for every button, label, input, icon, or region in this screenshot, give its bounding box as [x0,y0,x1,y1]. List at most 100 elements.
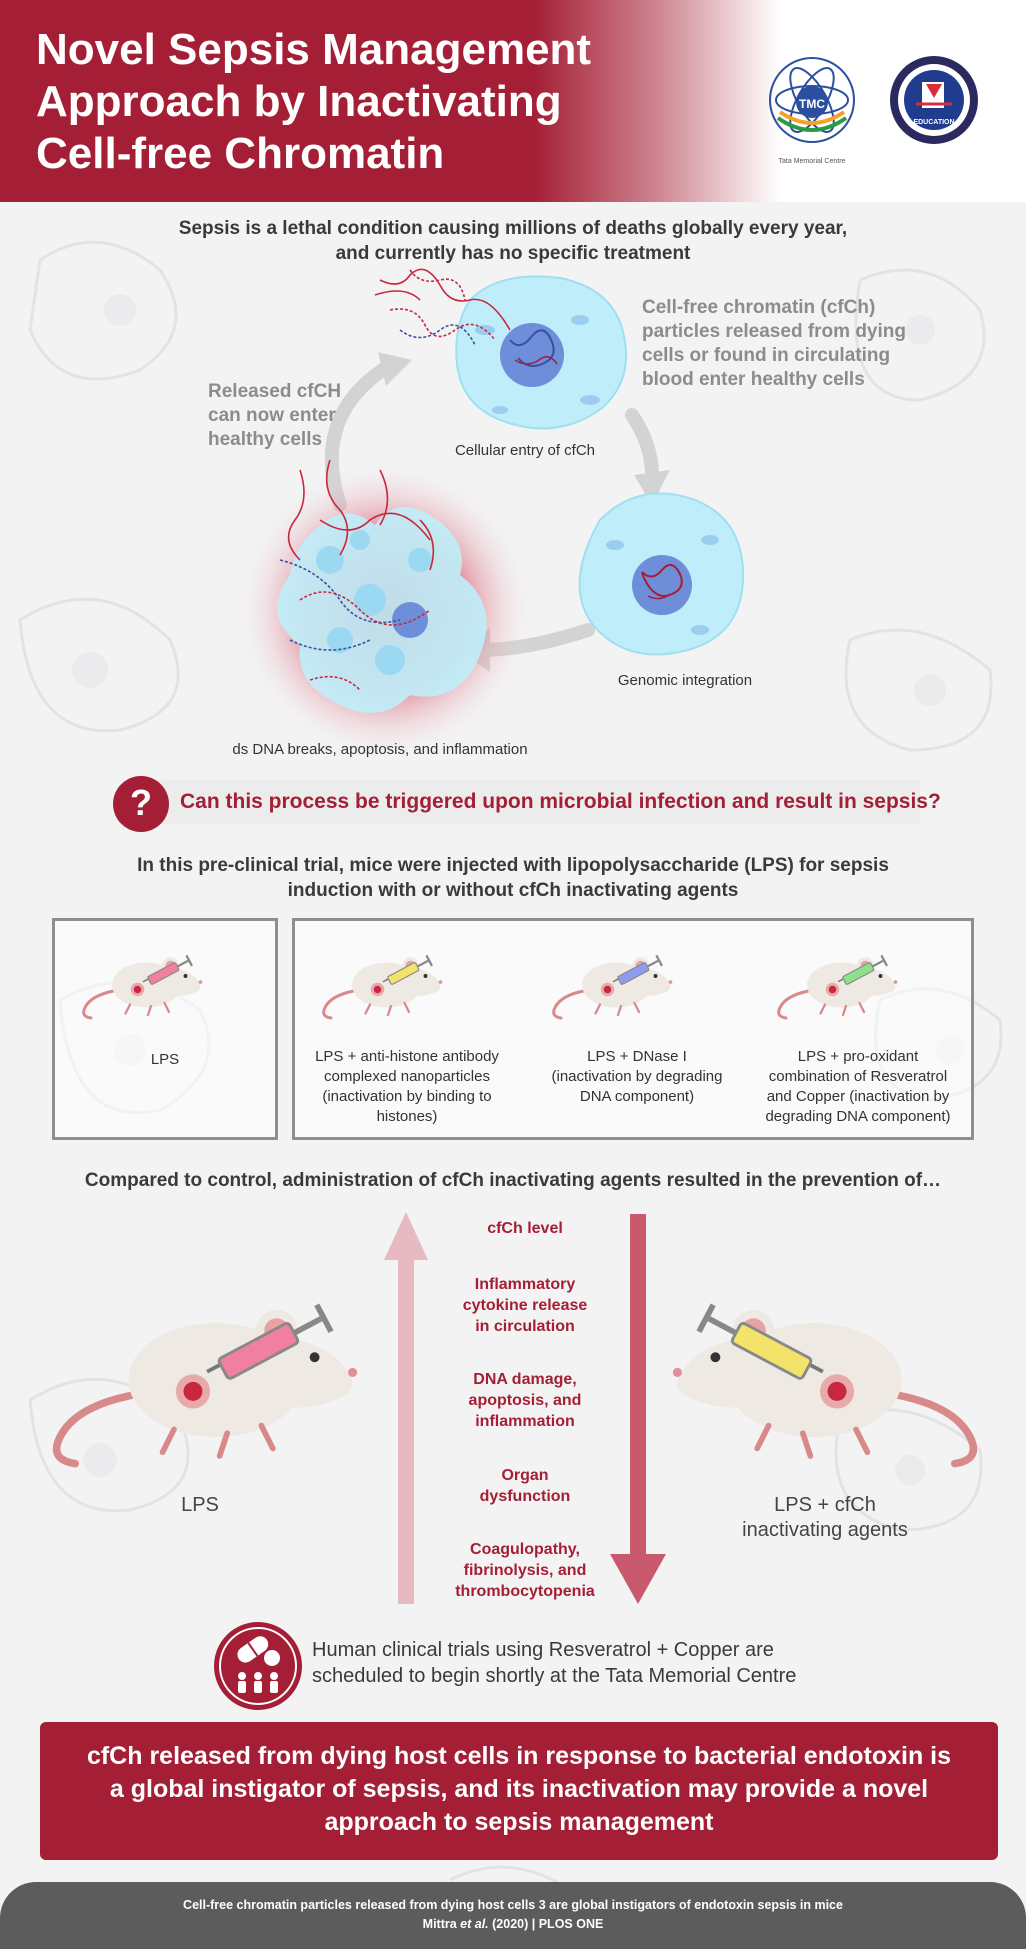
prevented-item: Organ dysfunction [430,1465,620,1507]
tmc-logo: TMC [769,57,855,143]
mouse-treated-large [672,1303,978,1468]
item-line: in circulation [475,1318,575,1335]
large-mouse-illustrations [52,1303,978,1468]
intro-line: and currently has no specific treatment [335,243,691,264]
cfch-strands [374,268,511,346]
mouse-lps [82,954,203,1020]
header-banner [0,0,1026,202]
caption-line: degrading DNA component) [765,1108,951,1125]
tmc-logo-caption: Tata Memorial Centre [778,158,846,165]
caption-line: LPS + pro-oxidant [797,1048,919,1065]
item-line: fibrinolysis, and [463,1562,587,1579]
note-line: healthy cells [208,429,323,450]
title-line: Approach by Inactivating [36,77,562,126]
mouse-resveratrol-copper [777,954,898,1020]
label-line: LPS [181,1494,219,1516]
item-line: cytokine release [462,1297,588,1314]
note-line: can now enter [208,405,336,426]
group-caption-dnase: LPS + DNase I (inactivation by degrading… [528,1047,746,1107]
cfch-cycle-diagram [235,268,745,760]
caption-line: combination of Resveratrol [768,1068,948,1085]
caption-cellular-entry: Cellular entry of cfCh [454,442,596,459]
caption-line: DNA component) [579,1088,695,1105]
group-caption-resveratrol-copper: LPS + pro-oxidant combination of Resvera… [748,1047,968,1127]
caption-dna-breaks: ds DNA breaks, apoptosis, and inflammati… [232,741,528,758]
cfch-description-note: Cell-free chromatin (cfCh) particles rel… [642,296,906,392]
group-caption-lps: LPS [72,1050,258,1070]
conclusion-line: cfCh released from dying host cells in r… [86,1742,952,1770]
svg-text:EDUCATION: EDUCATION [913,119,954,126]
label-line: inactivating agents [742,1519,908,1541]
comparison-arrows [384,1212,666,1604]
note-line: particles released from dying [642,321,906,342]
label-lps-mouse: LPS [120,1493,280,1518]
released-cfch-note: Released cfCH can now enter healthy cell… [208,380,341,452]
item-line: Organ [501,1467,549,1484]
citation-year-journal: (2020) | PLOS ONE [488,1917,604,1931]
caption-line: histones) [376,1108,438,1125]
conclusion-box [40,1722,998,1860]
item-line: dysfunction [479,1488,571,1505]
human-trials-line: Human clinical trials using Resveratrol … [312,1639,774,1661]
item-line: cfCh level [487,1220,563,1237]
caption-genomic-integration: Genomic integration [617,672,753,689]
item-line: DNA damage, [473,1371,577,1388]
citation-authors: Mittra [422,1917,457,1931]
prevented-item: DNA damage, apoptosis, and inflammation [430,1369,620,1432]
note-line: Released cfCH [208,381,342,402]
mouse-group-illustrations [82,954,898,1020]
item-line: thrombocytopenia [455,1583,595,1600]
note-line: blood enter healthy cells [642,369,865,390]
svg-text:TMC: TMC [799,97,825,111]
title-line: Cell-free Chromatin [36,129,445,178]
citation-et-al: et al. [460,1917,489,1931]
prevented-item: Coagulopathy, fibrinolysis, and thromboc… [430,1539,620,1602]
label-treated-mouse: LPS + cfCh inactivating agents [700,1493,950,1543]
conclusion-line: a global instigator of sepsis, and its i… [109,1775,929,1803]
caption-line: LPS + DNase I [587,1048,687,1065]
conclusion-line: approach to sepsis management [324,1808,714,1836]
page-title: Novel Sepsis Management Approach by Inac… [36,24,676,180]
human-trials-text: Human clinical trials using Resveratrol … [312,1637,796,1689]
note-line: cells or found in circulating [642,345,891,366]
caption-line: and Copper (inactivation by [766,1088,950,1105]
caption-line: LPS + anti-histone antibody [315,1048,499,1065]
healthy-cell-entry [455,275,628,430]
note-line: Cell-free chromatin (cfCh) [642,297,876,318]
question-icon: ? [113,776,169,832]
human-trials-line: scheduled to begin shortly at the Tata M… [312,1665,797,1687]
intro-text: Sepsis is a lethal condition causing mil… [0,216,1026,266]
caption-line: complexed nanoparticles [324,1068,490,1085]
down-arrow [610,1214,666,1604]
title-line: Novel Sepsis Management [36,25,592,74]
item-line: inflammation [475,1413,575,1430]
panel-control [52,918,278,1140]
comparison-heading: Compared to control, administration of c… [84,1170,942,1191]
footer-citation: Mittra et al. (2020) | PLOS ONE [0,1917,1026,1931]
trial-line: induction with or without cfCh inactivat… [287,880,739,901]
clinical-trial-icon [214,1622,302,1710]
footer-paper-title: Cell-free chromatin particles released f… [183,1898,843,1912]
item-line: apoptosis, and [468,1392,582,1409]
trial-description: In this pre-clinical trial, mice were in… [0,853,1026,903]
education-logo: EDUCATION [890,56,978,144]
label-line: LPS + cfCh [774,1494,876,1516]
up-arrow [384,1212,428,1604]
prevented-item: Inflammatory cytokine release in circula… [430,1274,620,1337]
mouse-anti-histone [322,954,443,1020]
mouse-dnase [552,954,673,1020]
question-bar [148,780,920,824]
group-caption-anti-histone: LPS + anti-histone antibody complexed na… [298,1047,516,1127]
healthy-cell-integration [578,492,745,656]
conclusion-text: cfCh released from dying host cells in r… [40,1740,998,1839]
item-line: Coagulopathy, [470,1541,580,1558]
caption-line: LPS [150,1051,180,1068]
question-text: Can this process be triggered upon micro… [180,790,941,813]
caption-line: (inactivation by binding to [322,1088,492,1105]
caption-line: (inactivation by degrading [551,1068,723,1085]
trial-line: In this pre-clinical trial, mice were in… [137,855,889,876]
dying-cell [235,459,535,760]
footer-bar [0,1882,1026,1949]
mouse-lps-large [52,1303,358,1468]
item-line: Inflammatory [474,1276,576,1293]
